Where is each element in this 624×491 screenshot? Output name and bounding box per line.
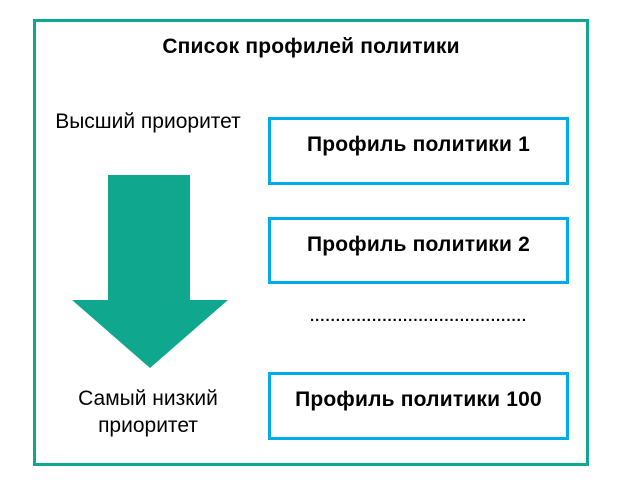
policy-profile-box-2: Профиль политики 2 [268, 217, 569, 284]
diagram-title: Список профилей политики [162, 35, 460, 58]
high-priority-label: Высший приоритет [55, 110, 241, 133]
ellipsis-dots: ........................................… [309, 309, 528, 325]
policy-profile-box-100: Профиль политики 100 [268, 372, 569, 440]
down-arrow-shape [72, 175, 228, 368]
low-priority-label-line2: приоритет [98, 414, 198, 437]
policy-profile-box-1: Профиль политики 1 [268, 117, 569, 185]
low-priority-label-line1: Самый низкий [78, 387, 218, 410]
down-arrow-icon [72, 175, 228, 368]
low-priority-label: Самый низкий приоритет [40, 385, 256, 439]
